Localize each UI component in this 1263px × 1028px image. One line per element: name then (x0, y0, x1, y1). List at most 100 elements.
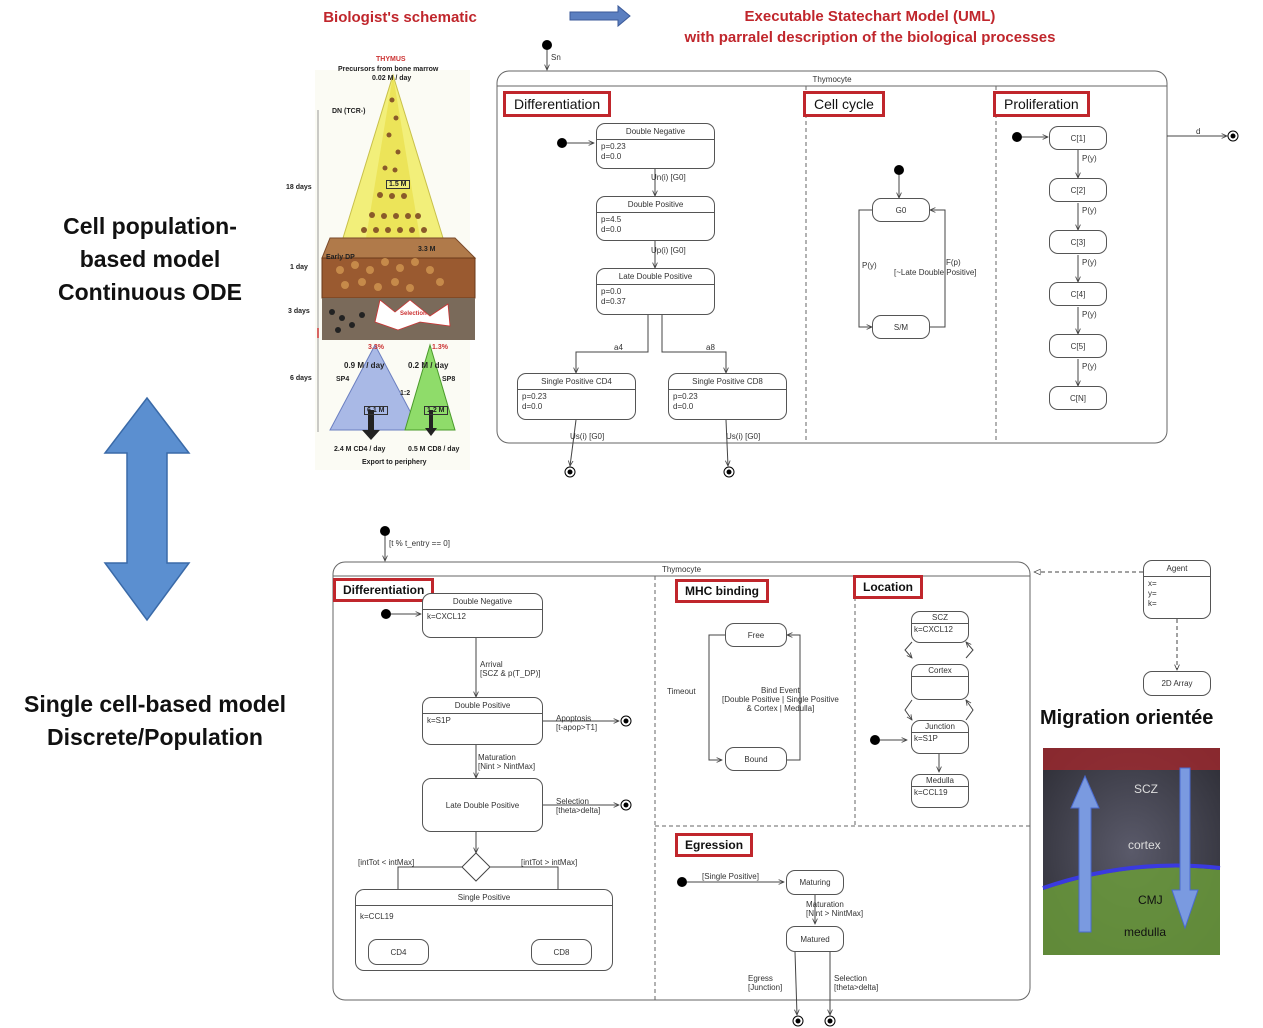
state-cortex: Cortex (911, 664, 969, 700)
state-s-m: S/M (872, 315, 930, 339)
transition-fp: F(p) (946, 258, 961, 267)
ratio-label: 1:2 (400, 390, 411, 397)
migration-title: Migration orientée (1040, 707, 1214, 729)
cd4-output: 2.4 M CD4 / day (334, 446, 386, 453)
single-line2: Discrete/Population (47, 724, 263, 750)
sp4-label: SP4 (336, 376, 350, 383)
state-body: k=S1P (914, 734, 938, 743)
region-mhc-binding: MHC binding (675, 579, 769, 603)
state-single-positive-cd8: Single Positive CD8 p=0.23 d=0.0 (668, 373, 787, 420)
class-name: Agent (1144, 561, 1210, 577)
migration-cortex: cortex (1128, 838, 1161, 852)
top-init-label: Sn (551, 53, 561, 62)
guard-single-positive: [Single Positive] (702, 872, 759, 881)
state-late-double-positive-bottom: Late Double Positive (422, 778, 543, 832)
transition-a4: a4 (614, 343, 623, 352)
early-dp-label: Early DP (326, 254, 355, 261)
region-location: Location (853, 575, 923, 599)
region-egression: Egression (675, 833, 754, 857)
single-line1: Single cell-based model (23, 691, 287, 717)
guard-less-than: [intTot < intMax] (358, 858, 415, 867)
state-scz: SCZ k=CXCL12 (911, 611, 969, 643)
state-cd4: CD4 (368, 939, 429, 965)
uml-title-line1: Executable Statechart Model (UML) (744, 8, 996, 25)
sp4-rate: 0.9 M / day (344, 361, 385, 370)
single-cell-model-label: Single cell-based model Discrete/Populat… (0, 688, 310, 754)
state-late-double-positive: Late Double Positive p=0.0 d=0.37 (596, 268, 715, 315)
agent-class: Agent x= y= k= (1143, 560, 1211, 619)
days-1: 1 day (290, 264, 308, 271)
percent-3-3: 3.3% (368, 344, 384, 351)
state-name: Double Negative (597, 124, 714, 140)
state-medulla: Medulla k=CCL19 (911, 774, 969, 808)
population-line1: Cell population- (63, 213, 237, 239)
state-name: Double Positive (597, 197, 714, 213)
count-6-1m: 6.1 M (364, 406, 388, 415)
transition-fp-guard: [~Late Double Positive] (894, 268, 977, 277)
migration-scz: SCZ (1134, 782, 1158, 796)
population-model-label: Cell population- based model Continuous … (10, 210, 290, 309)
state-name: Single Positive CD4 (518, 374, 635, 390)
transition-up: Up(i) [G0] (651, 246, 686, 255)
selection-label: Selection (400, 311, 427, 317)
sp8-label: SP8 (442, 376, 456, 383)
state-name: Junction (912, 721, 968, 733)
export-label: Export to periphery (362, 459, 427, 466)
transition-bind-event: Bind Event [Double Positive | Single Pos… (722, 686, 839, 713)
entry-guard: [t % t_entry == 0] (389, 539, 450, 548)
transition-maturation: Maturation [Nint > NintMax] (478, 753, 536, 771)
region-proliferation: Proliferation (993, 91, 1090, 117)
transition-egress: Egress [Junction] (748, 974, 783, 992)
transition-py-1: P(y) (1082, 154, 1097, 163)
top-thymocyte-title: Thymocyte (812, 75, 852, 84)
sp8-rate: 0.2 M / day (408, 361, 449, 370)
state-single-positive-cd4: Single Positive CD4 p=0.23 d=0.0 (517, 373, 636, 420)
array-class: 2D Array (1143, 671, 1211, 696)
population-line3: Continuous ODE (58, 279, 242, 305)
days-6: 6 days (290, 375, 312, 382)
state-name: Cortex (912, 665, 968, 677)
state-double-positive-bottom: Double Positive k=S1P (422, 697, 543, 745)
transition-apoptosis: Apoptosis [t-apop>T1] (556, 714, 598, 732)
state-body: k=CCL19 (914, 788, 948, 797)
transition-us-cd8: Us(i) [G0] (726, 432, 761, 441)
state-name: Medulla (912, 775, 968, 787)
state-c2: C[2] (1049, 178, 1107, 202)
class-body: x= y= k= (1148, 579, 1157, 608)
days-18: 18 days (286, 184, 312, 191)
bottom-thymocyte-title: Thymocyte (661, 565, 702, 574)
transition-py-3: P(y) (1082, 258, 1097, 267)
cd8-output: 0.5 M CD8 / day (408, 446, 460, 453)
state-body: p=0.23 d=0.0 (522, 392, 547, 411)
state-body: p=4.5 d=0.0 (601, 215, 622, 234)
transition-arrival: Arrival [SCZ & p(T_DP)] (480, 660, 541, 678)
state-body: p=0.0 d=0.37 (601, 287, 626, 306)
migration-image (1042, 748, 1221, 955)
transition-py-4: P(y) (1082, 310, 1097, 319)
transition-selection-egress: Selection [theta>delta] (834, 974, 879, 992)
state-name: Double Positive (423, 698, 542, 714)
transition-un: Un(i) [G0] (651, 173, 686, 182)
state-body: k=S1P (427, 716, 451, 725)
days-3: 3 days (288, 308, 310, 315)
transition-py-5: P(y) (1082, 362, 1097, 371)
state-c4: C[4] (1049, 282, 1107, 306)
state-body: k=CXCL12 (914, 625, 953, 634)
top-exit-label: d (1196, 127, 1201, 136)
state-bound: Bound (725, 747, 787, 771)
percent-1-3: 1.3% (432, 344, 448, 351)
state-body: k=CCL19 (360, 912, 394, 921)
thymus-label: THYMUS (376, 56, 406, 63)
state-c3: C[3] (1049, 230, 1107, 254)
state-body: k=CXCL12 (427, 612, 466, 621)
region-differentiation-top: Differentiation (503, 91, 612, 117)
migration-cmj: CMJ (1138, 893, 1163, 907)
state-name: Single Positive (356, 890, 612, 906)
precursor-rate: 0.02 M / day (372, 75, 412, 82)
transition-us-cd4: Us(i) [G0] (570, 432, 605, 441)
state-cd8: CD8 (531, 939, 592, 965)
state-double-negative: Double Negative p=0.23 d=0.0 (596, 123, 715, 169)
transition-timeout: Timeout (667, 687, 696, 696)
transition-maturation-egress: Maturation [Nint > NintMax] (806, 900, 864, 918)
transition-py-cycle: P(y) (862, 261, 877, 270)
